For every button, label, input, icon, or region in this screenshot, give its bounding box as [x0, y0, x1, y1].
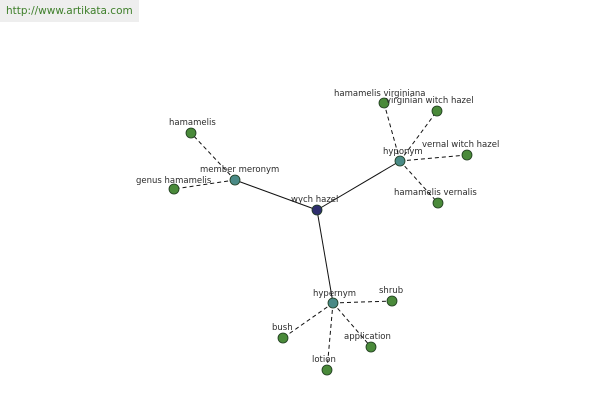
node-vernal-witch-hazel[interactable] [461, 149, 473, 161]
label-hamamelis-virginiana[interactable]: hamamelis virginiana [334, 89, 426, 99]
edge-center-hypernym [316, 209, 334, 304]
edge-hyponym-vernal-witch-hazel [399, 154, 468, 162]
node-hyponym[interactable] [394, 155, 406, 167]
label-member-meronym[interactable]: member meronym [200, 165, 279, 175]
node-shrub[interactable] [386, 295, 398, 307]
edge-hyponym-virginian-witch-hazel [399, 110, 438, 162]
label-lotion[interactable]: lotion [312, 355, 336, 365]
label-vernal-witch-hazel[interactable]: vernal witch hazel [422, 140, 499, 150]
node-hamamelis-virginiana[interactable] [378, 97, 390, 109]
label-hamamelis-vernalis[interactable]: hamamelis vernalis [394, 188, 477, 198]
edge-hypernym-shrub [332, 300, 393, 304]
node-hamamelis[interactable] [185, 127, 197, 139]
edge-center-member-meronym [234, 179, 318, 211]
label-center[interactable]: wych hazel [291, 195, 338, 205]
graph-nodes [168, 97, 473, 376]
graph-edges [173, 102, 468, 371]
node-genus-hamamelis[interactable] [168, 183, 180, 195]
site-url[interactable]: http://www.artikata.com [0, 0, 139, 22]
label-application[interactable]: application [344, 332, 391, 342]
node-lotion[interactable] [321, 364, 333, 376]
node-center[interactable] [311, 204, 323, 216]
label-hypernym[interactable]: hypernym [313, 289, 356, 299]
edge-hypernym-application [332, 302, 372, 348]
label-shrub[interactable]: shrub [379, 286, 403, 296]
node-application[interactable] [365, 341, 377, 353]
label-hamamelis[interactable]: hamamelis [169, 118, 216, 128]
edge-hypernym-lotion [326, 302, 334, 371]
edge-hypernym-bush [282, 302, 334, 339]
edge-hyponym-hamamelis-virginiana [383, 102, 401, 162]
edge-member-meronym-genus-hamamelis [173, 179, 236, 190]
edge-center-hyponym [316, 160, 401, 211]
node-hamamelis-vernalis[interactable] [432, 197, 444, 209]
label-virginian-witch-hazel[interactable]: virginian witch hazel [386, 96, 474, 106]
label-hyponym[interactable]: hyponym [383, 147, 423, 157]
node-member-meronym[interactable] [229, 174, 241, 186]
node-virginian-witch-hazel[interactable] [431, 105, 443, 117]
graph-labels: wych hazel member meronym hyponym hypernym h… [136, 89, 499, 365]
edge-member-meronym-hamamelis [190, 132, 236, 181]
label-genus-hamamelis[interactable]: genus hamamelis [136, 176, 212, 186]
node-bush[interactable] [277, 332, 289, 344]
node-hypernym[interactable] [327, 297, 339, 309]
label-bush[interactable]: bush [272, 323, 293, 333]
edge-hyponym-hamamelis-vernalis [399, 160, 439, 204]
